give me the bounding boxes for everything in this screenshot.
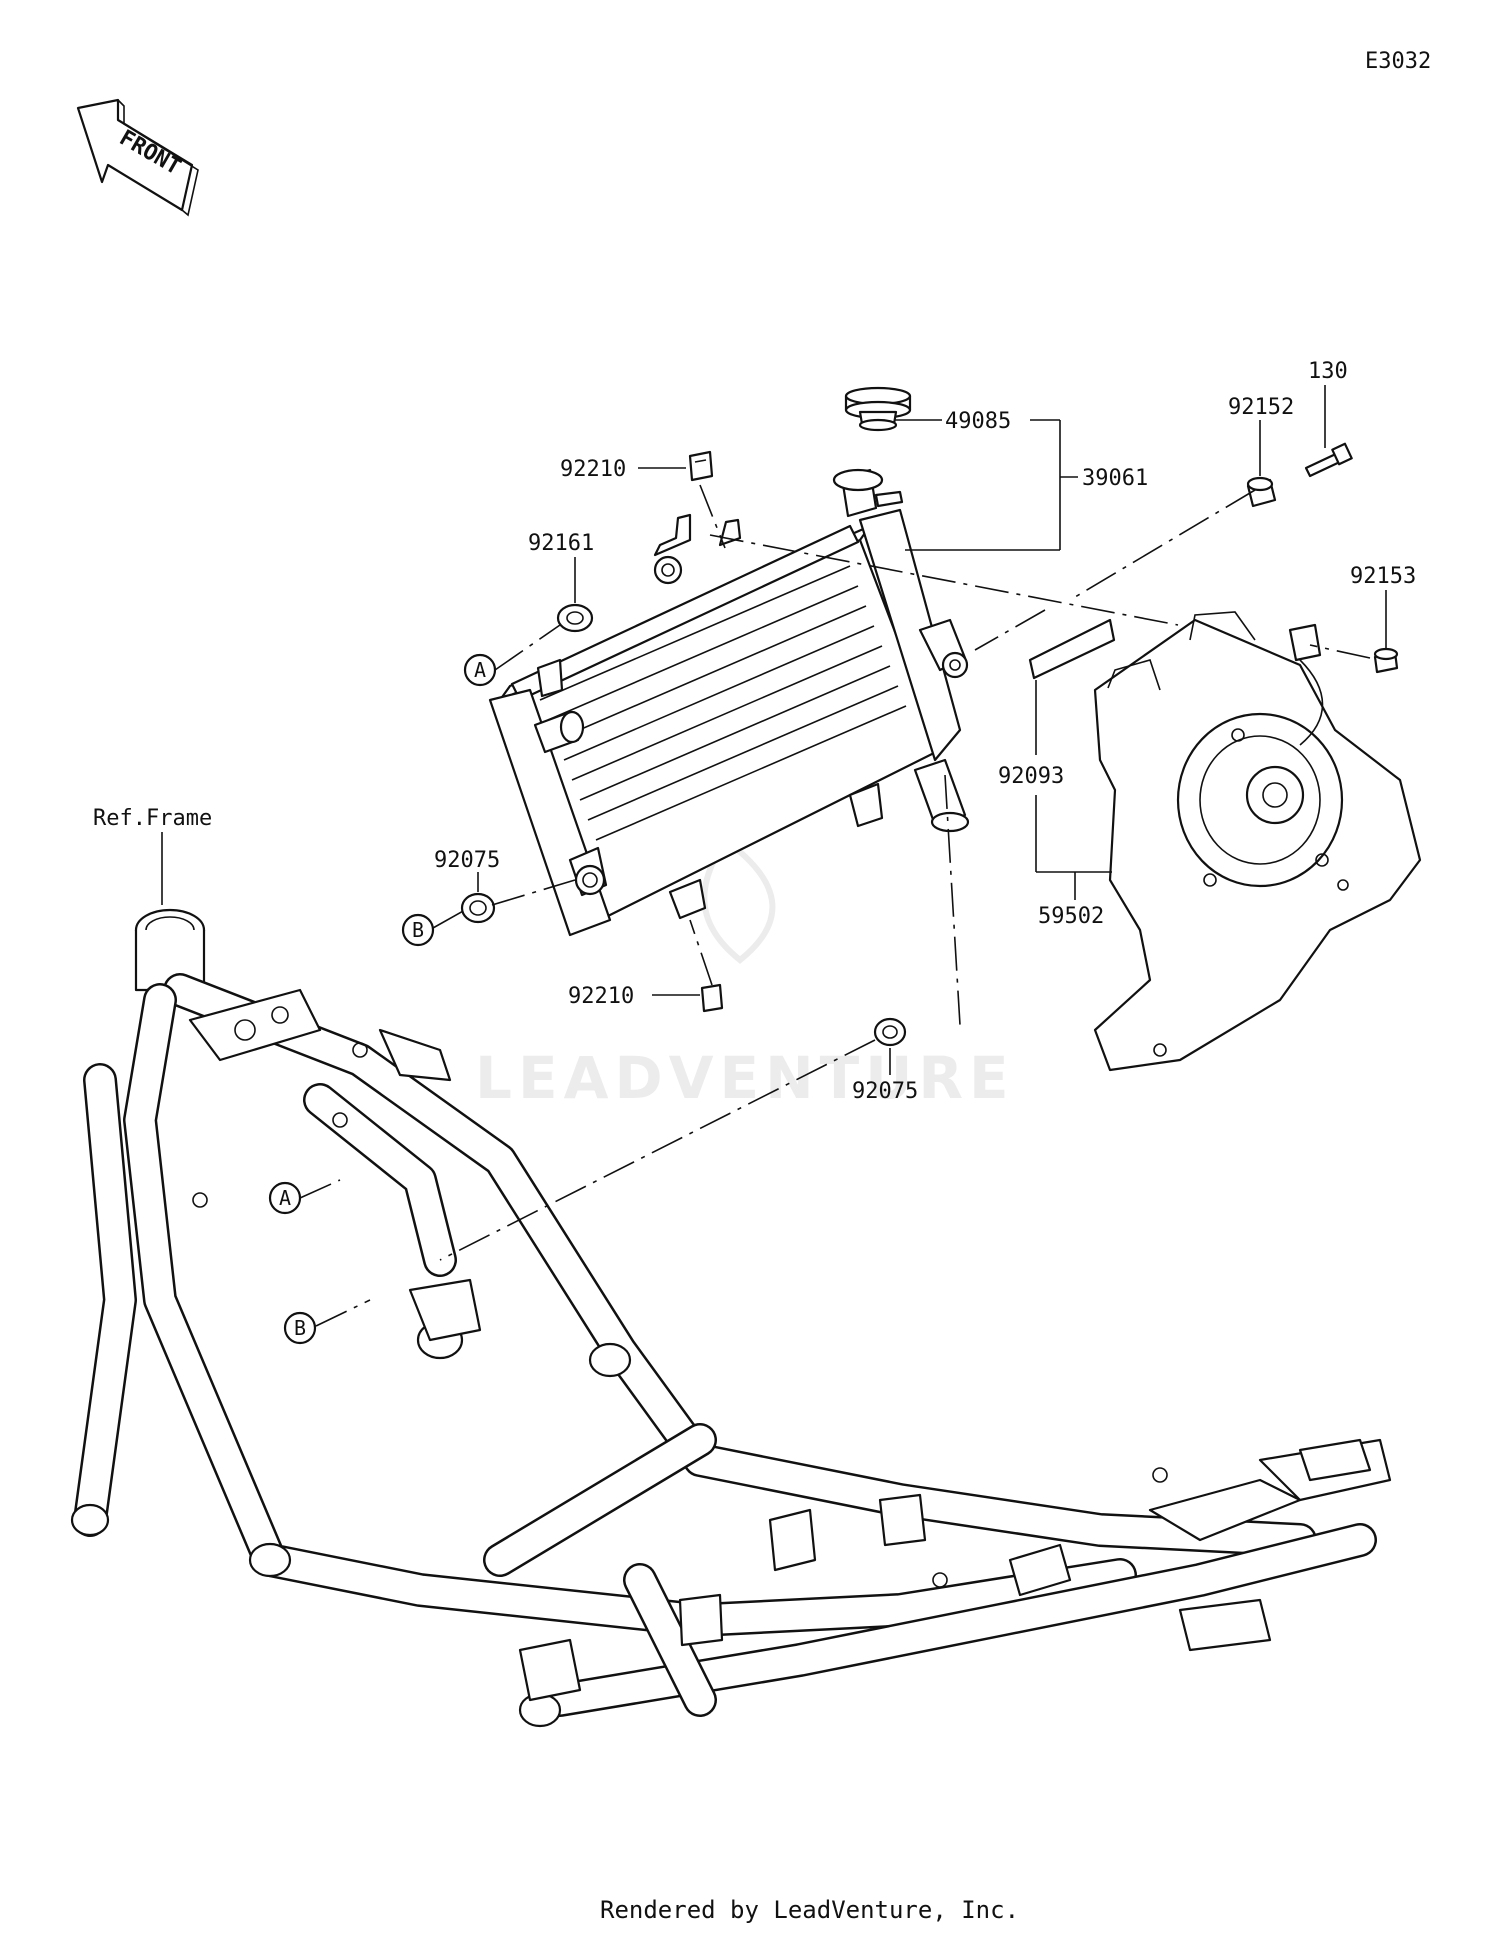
label-92210-bottom: 92210 [568, 984, 634, 1009]
label-92153: 92153 [1350, 564, 1416, 589]
marker-a-frame: A [268, 1181, 302, 1215]
seal [1028, 618, 1116, 680]
label-130: 130 [1308, 359, 1348, 384]
label-39061: 39061 [1082, 466, 1148, 491]
svg-text:A: A [474, 658, 486, 682]
marker-a-top: A [463, 653, 497, 687]
clamp-top [688, 450, 714, 482]
fan-shroud [1093, 611, 1422, 1072]
collar [1246, 476, 1277, 508]
label-92075-b: 92075 [434, 848, 500, 873]
label-59502: 59502 [1038, 904, 1104, 929]
grommet-top [556, 603, 594, 633]
radiator [488, 468, 970, 937]
label-92210-top: 92210 [560, 457, 626, 482]
radiator-cap [844, 386, 912, 432]
grommet-b [460, 892, 496, 924]
watermark: LEADVENTURE [475, 1044, 1015, 1112]
label-92093: 92093 [998, 764, 1064, 789]
label-92152: 92152 [1228, 395, 1294, 420]
svg-text:B: B [412, 918, 424, 942]
grommet-bottom-right [873, 1017, 907, 1047]
marker-b-top: B [401, 913, 435, 947]
clamp-bottom [700, 983, 724, 1013]
ref-frame-label: Ref.Frame [93, 806, 212, 831]
label-49085: 49085 [945, 409, 1011, 434]
fan-bolt [1373, 647, 1399, 674]
leader-lines [161, 385, 1387, 1327]
footer-credit: Rendered by LeadVenture, Inc. [600, 1896, 1019, 1924]
front-arrow-icon: FRONT [76, 98, 199, 217]
diagram-code: E3032 [1365, 49, 1431, 74]
bolt [1304, 442, 1353, 478]
label-92161: 92161 [528, 531, 594, 556]
label-92075-bottom-right: 92075 [852, 1079, 918, 1104]
svg-text:A: A [279, 1186, 291, 1210]
svg-text:B: B [294, 1316, 306, 1340]
marker-b-frame: B [283, 1311, 317, 1345]
frame [70, 908, 1392, 1728]
